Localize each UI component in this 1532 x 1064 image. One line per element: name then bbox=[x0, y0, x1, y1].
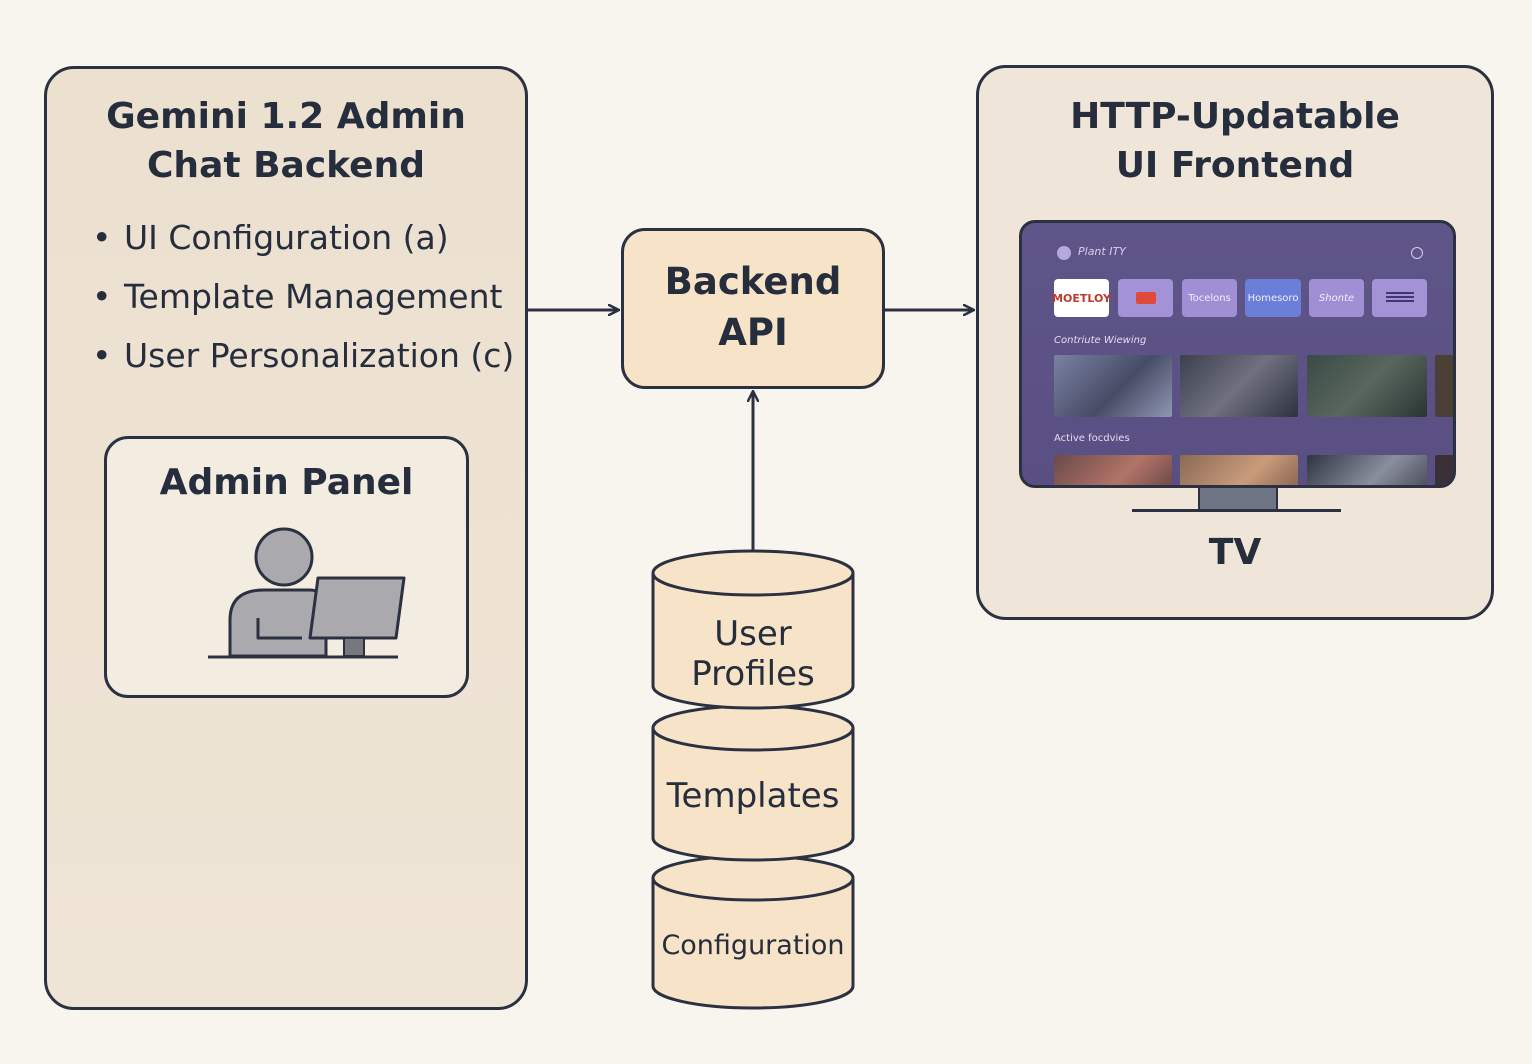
tv-app-tile-shonte[interactable]: Shonte bbox=[1309, 279, 1364, 317]
admin-panel-title: Admin Panel bbox=[159, 462, 414, 503]
backend-title-line2: Chat Backend bbox=[147, 145, 425, 186]
tv-app-tile-tocelons[interactable]: Tocelons bbox=[1182, 279, 1237, 317]
tv-brand-dot-icon bbox=[1057, 246, 1071, 260]
tv-screen: Plant ITY MOETLOY Tocelons Homesoro Shon… bbox=[1019, 220, 1456, 488]
person-at-computer-icon bbox=[208, 527, 406, 659]
db-label-user-profiles: User Profiles bbox=[652, 614, 854, 694]
tv-thumbnail[interactable] bbox=[1435, 455, 1453, 485]
backend-title: Gemini 1.2 Admin Chat Backend bbox=[44, 92, 528, 190]
db-label-templates: Templates bbox=[666, 776, 840, 816]
tv-app-tile-video[interactable] bbox=[1118, 279, 1173, 317]
feature-item-template-management: Template Management bbox=[92, 267, 514, 326]
db-label-user-profiles-line2: Profiles bbox=[691, 654, 815, 694]
tv-thumbnail[interactable] bbox=[1307, 455, 1427, 485]
feature-list: UI Configuration (a) Template Management… bbox=[92, 208, 514, 385]
backend-title-line1: Gemini 1.2 Admin bbox=[106, 96, 466, 137]
play-icon bbox=[1135, 292, 1156, 304]
feature-item-user-personalization: User Personalization (c) bbox=[92, 326, 514, 385]
tv-thumbnail[interactable] bbox=[1435, 355, 1453, 417]
tv-stand bbox=[1198, 488, 1278, 509]
tv-thumbnail[interactable] bbox=[1180, 455, 1298, 485]
tv-label: TV bbox=[1208, 532, 1262, 573]
db-label-user-profiles-line1: User bbox=[714, 614, 792, 654]
tv-brand: Plant ITY bbox=[1078, 245, 1126, 258]
backend-api-label: Backend API bbox=[621, 256, 885, 358]
frontend-title: HTTP-Updatable UI Frontend bbox=[976, 92, 1494, 190]
tv-app-tile-label: Homesoro bbox=[1247, 292, 1299, 304]
tv-section-title-2: Active focdvies bbox=[1054, 433, 1130, 444]
tv-thumbnail[interactable] bbox=[1054, 355, 1172, 417]
db-cylinder-configuration bbox=[651, 878, 855, 1010]
tv-app-tile-moetloy[interactable]: MOETLOY bbox=[1052, 279, 1111, 317]
tv-power-icon bbox=[1411, 247, 1423, 259]
backend-api-box bbox=[621, 228, 885, 389]
backend-api-label-line1: Backend bbox=[664, 260, 842, 303]
tv-thumbnail[interactable] bbox=[1307, 355, 1427, 417]
tv-app-tile-label: MOETLOY bbox=[1052, 291, 1111, 305]
feature-item-ui-configuration: UI Configuration (a) bbox=[92, 208, 514, 267]
tv-app-tile-label: Tocelons bbox=[1188, 292, 1231, 304]
tv-app-tile-label: Shonte bbox=[1318, 292, 1355, 304]
db-cylinder-templates bbox=[651, 728, 855, 862]
tv-app-tile-menu[interactable] bbox=[1372, 279, 1427, 317]
tv-base bbox=[1132, 509, 1341, 512]
tv-app-tile-homesoro[interactable]: Homesoro bbox=[1245, 279, 1301, 317]
backend-api-label-line2: API bbox=[718, 311, 788, 354]
tv-section-title-1: Contriute Wiewing bbox=[1054, 335, 1147, 346]
menu-lines-icon bbox=[1385, 292, 1414, 304]
database-stack bbox=[651, 549, 855, 1010]
frontend-title-line2: UI Frontend bbox=[1115, 145, 1355, 186]
db-label-configuration: Configuration bbox=[661, 930, 845, 961]
db-cylinder-user-profiles bbox=[651, 573, 855, 710]
frontend-title-line1: HTTP-Updatable bbox=[1070, 96, 1400, 137]
tv-thumbnail[interactable] bbox=[1180, 355, 1298, 417]
tv-thumbnail[interactable] bbox=[1054, 455, 1172, 485]
